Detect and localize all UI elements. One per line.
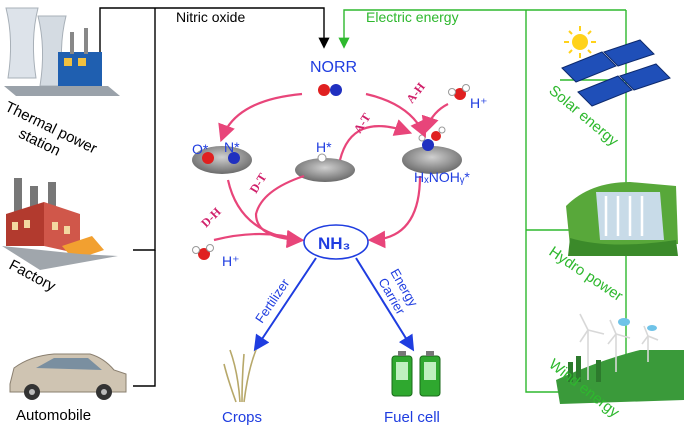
path-label-a-h: A-H bbox=[403, 79, 428, 105]
product-arrows bbox=[253, 257, 415, 352]
automobile-icon bbox=[9, 353, 127, 400]
fuel-cell-label: Fuel cell bbox=[384, 409, 440, 426]
h-plus-right-label: H⁺ bbox=[470, 95, 488, 111]
n-star-label: N* bbox=[224, 139, 240, 155]
fuel-cell-icon bbox=[391, 351, 441, 397]
norr-label: NORR bbox=[310, 59, 357, 76]
nh3-node bbox=[303, 224, 369, 260]
h-star-label: H* bbox=[316, 139, 332, 155]
path-label-a-t: A-T bbox=[351, 111, 374, 136]
reaction-arrows bbox=[213, 92, 449, 249]
catalyst-surface-right bbox=[402, 126, 462, 174]
hxnohy-label: HₓNOHᵧ* bbox=[414, 169, 470, 185]
electric-energy-label: Electric energy bbox=[366, 9, 459, 25]
crops-icon bbox=[223, 349, 257, 403]
path-label-d-t: D-T bbox=[247, 171, 270, 196]
h-plus-left-label: H⁺ bbox=[222, 253, 240, 269]
path-label-d-h: D-H bbox=[198, 204, 224, 230]
automobile-label: Automobile bbox=[16, 407, 91, 424]
catalyst-surface-middle bbox=[295, 153, 355, 182]
nitric-oxide-label: Nitric oxide bbox=[176, 9, 245, 25]
factory-icon bbox=[2, 178, 118, 270]
thermal-power-station-icon bbox=[4, 7, 120, 96]
catalyst-surface-left bbox=[192, 146, 252, 174]
wind-energy-icon bbox=[556, 313, 684, 404]
nh3-label: NH₃ bbox=[318, 234, 350, 253]
water-molecule-right bbox=[448, 84, 470, 100]
thermal-power-station-label: Thermal power station bbox=[2, 98, 99, 159]
water-molecule-left bbox=[192, 244, 214, 260]
hydro-power-icon bbox=[566, 182, 678, 256]
energy-carrier-label: Energy Carrier bbox=[375, 266, 421, 318]
solar-energy-icon bbox=[561, 26, 671, 107]
no-molecule-icon bbox=[318, 84, 342, 96]
black-connector-lines bbox=[99, 7, 330, 387]
crops-label: Crops bbox=[222, 409, 262, 426]
o-star-label: O* bbox=[192, 141, 209, 157]
